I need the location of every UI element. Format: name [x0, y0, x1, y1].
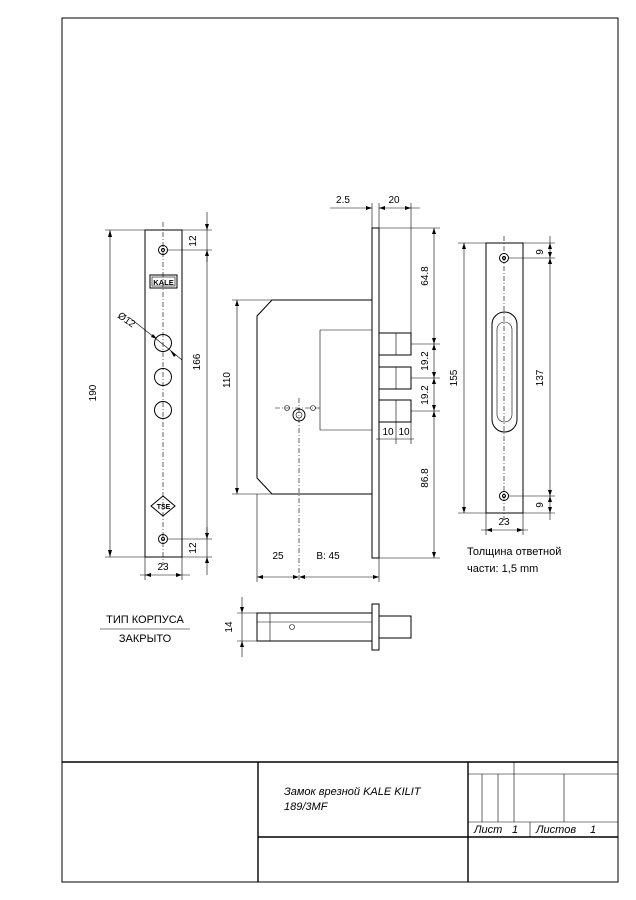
strike-dim-bottom: 9: [535, 502, 546, 508]
lock-case-outline: [256, 299, 372, 495]
front-dim-top: 12: [188, 235, 199, 247]
side-dim-thickness: 14: [224, 621, 235, 633]
title-block: Замок врезной KALE KILIT 189/3MF Лист 1 …: [62, 761, 618, 882]
case-type-value: ЗАКРЫТО: [119, 633, 172, 645]
body-dim-height: 110: [222, 372, 233, 388]
front-dim-bottom: 12: [188, 542, 199, 554]
front-dim-width: 23: [157, 562, 169, 573]
front-dim-spacing: 166: [192, 353, 203, 370]
strike-note-line1: Толщина ответной: [467, 546, 561, 558]
title-line-2: 189/3MF: [284, 801, 329, 813]
kale-logo-text: KALE: [153, 278, 173, 287]
body-dim-backset-left: 25: [272, 551, 284, 562]
bolt-hole-3: [154, 401, 172, 419]
strike-dim-slot: 137: [535, 369, 546, 386]
screw-hole-bottom-inner: [161, 537, 165, 541]
body-dim-top: 64.8: [420, 266, 431, 286]
kale-logo: KALE: [149, 274, 178, 289]
faceplate-strip: [371, 227, 380, 559]
strike-dim-height: 155: [449, 369, 460, 386]
front-plate-outline: [144, 229, 183, 558]
strike-plate-view: 155 9 137 9 23 Толщина ответной части: 1…: [449, 236, 561, 575]
strike-dim-width: 23: [498, 517, 510, 528]
sheet-frame: [61, 17, 619, 883]
screw-hole-top-inner: [161, 248, 165, 252]
strike-plate-slot: [491, 311, 518, 433]
sheets-label: Листов: [535, 824, 576, 836]
front-dim-hole-diameter: Ø12: [115, 310, 137, 330]
sheet-value: 1: [512, 824, 518, 836]
body-dim-plate-offset: 2.5: [336, 195, 350, 206]
side-view: 14 ТИП КОРПУСА ЗАКРЫТО: [100, 597, 412, 657]
body-dim-bottom: 86.8: [420, 468, 431, 488]
body-dim-bolt-step-2: 19.2: [420, 385, 431, 405]
body-dim-bolt-width-2: 10: [398, 427, 410, 438]
body-dim-bolt-width-1: 10: [382, 427, 394, 438]
body-dim-backset: B: 45: [316, 551, 340, 562]
front-dim-height: 190: [88, 384, 99, 401]
lock-bolts: [378, 332, 412, 423]
body-dim-bolt-step-1: 19.2: [420, 351, 431, 371]
case-type-label: ТИП КОРПУСА: [106, 614, 184, 626]
strike-note-line2: части: 1,5 mm: [467, 563, 538, 575]
body-dim-plate-thickness: 20: [388, 195, 400, 206]
front-plate-view: KALE TSE 190 12 166 12 Ø12: [88, 212, 212, 580]
lock-body-view: 2.5 20 64.8 19.2 19.2 86.8 10 10 110 25 …: [222, 195, 440, 582]
strike-plate-outline: [485, 242, 524, 514]
title-line-1: Замок врезной KALE KILIT: [284, 786, 422, 798]
strike-dim-top: 9: [535, 249, 546, 255]
tse-mark-text: TSE: [157, 504, 171, 511]
sheets-value: 1: [590, 824, 596, 836]
sheet-label: Лист: [473, 824, 502, 836]
